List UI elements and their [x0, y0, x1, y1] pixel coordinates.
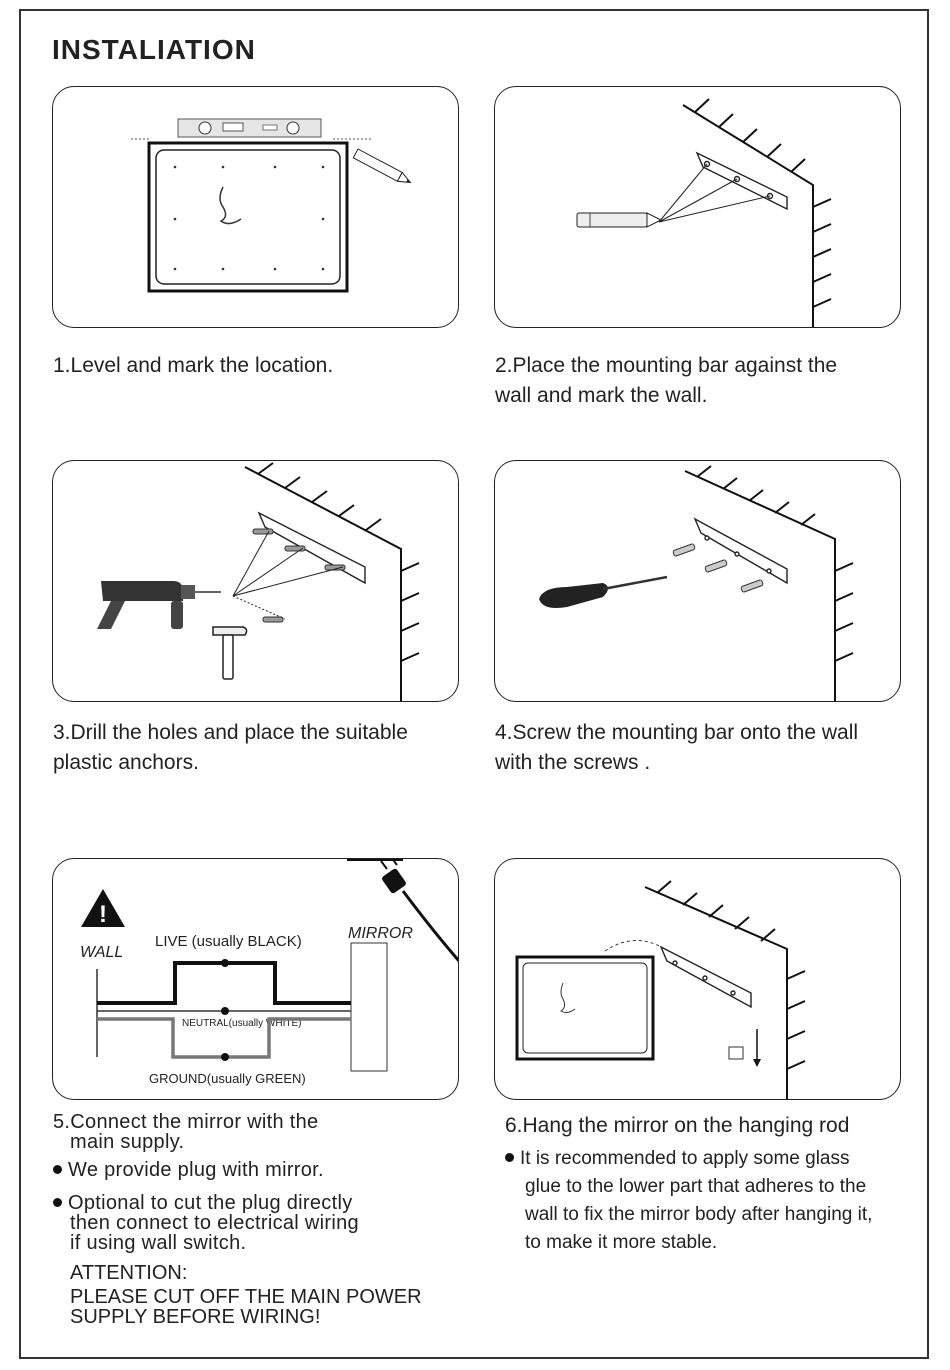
step-6-bullet-1: It is recommended to apply some glass	[505, 1145, 850, 1173]
mirror-outline-icon	[515, 955, 655, 1061]
mounting-bar-icon	[659, 945, 752, 1009]
hang-arrow-icon	[604, 940, 666, 952]
panel-step-1	[52, 86, 459, 328]
step-1-caption: 1.Level and mark the location.	[53, 354, 334, 377]
step-5-caption-line2: main supply.	[70, 1131, 185, 1153]
plug-icon	[380, 859, 458, 962]
step-5-bullet-2-line2: then connect to electrical wiring	[70, 1212, 359, 1234]
mounting-bar-icon	[693, 517, 788, 585]
attention-line1: PLEASE CUT OFF THE MAIN POWER	[70, 1286, 422, 1308]
step-5-bullet-2: Optional to cut the plug directly	[53, 1193, 353, 1213]
step-5-bullet-1: We provide plug with mirror.	[53, 1160, 324, 1180]
level-mirror-illustration	[131, 118, 412, 293]
pencil-icon	[352, 148, 412, 184]
step-6-bullet-1-line2: glue to the lower part that adheres to t…	[525, 1176, 867, 1197]
step-3-caption-line2: plastic anchors.	[53, 751, 199, 774]
mounting-bar-icon	[257, 511, 366, 585]
screwdriver-icon	[539, 575, 668, 608]
screw-bar-illustration	[539, 465, 854, 701]
mirror-outline-icon	[147, 141, 349, 293]
spirit-level-icon	[177, 118, 322, 138]
step-6-caption: 6.Hang the mirror on the hanging rod	[505, 1114, 850, 1137]
mirror-box-icon	[350, 942, 388, 1072]
ground-wire-label: GROUND(usually GREEN)	[149, 1071, 306, 1086]
mounting-bar-mark-illustration	[576, 98, 832, 327]
page-title: INSTALIATION	[52, 34, 256, 65]
mirror-label: MIRROR	[348, 925, 413, 942]
step-4-caption-line2: with the screws .	[495, 751, 651, 774]
switch-icon	[728, 1046, 744, 1060]
step-2-caption-line2: wall and mark the wall.	[495, 384, 708, 407]
panel-step-4	[494, 460, 901, 702]
wall-hatch-icon	[684, 465, 854, 701]
wall-hatch-icon	[244, 462, 420, 701]
hang-mirror-illustration	[515, 880, 806, 1099]
svg-text:!: !	[99, 901, 107, 928]
step-2-caption-line1: 2.Place the mounting bar against the	[495, 354, 838, 377]
panel-step-2	[494, 86, 901, 328]
step-5-bullet-2-line3: if using wall switch.	[70, 1232, 247, 1254]
panel-step-5-wiring: ! WALL MIRROR LIVE (usually BLACK) NEUTR…	[52, 858, 459, 1100]
pencil-icon	[576, 212, 663, 228]
step-6-bullet-1-line4: to make it more stable.	[525, 1232, 718, 1253]
step-4-caption-line1: 4.Screw the mounting bar onto the wall	[495, 721, 859, 744]
live-wire-label: LIVE (usually BLACK)	[155, 933, 302, 950]
neutral-wire-label: NEUTRAL(usually WHITE)	[182, 1018, 301, 1029]
page-frame	[19, 9, 929, 1359]
step-3-caption-line1: 3.Drill the holes and place the suitable	[53, 721, 408, 744]
live-wire	[97, 961, 351, 1005]
wall-hatch-icon	[682, 98, 832, 327]
drill-icon	[97, 581, 221, 629]
panel-step-3	[52, 460, 459, 702]
step-5-caption-line1: 5.Connect the mirror with the	[53, 1111, 319, 1133]
wiring-diagram: ! WALL MIRROR LIVE (usually BLACK) NEUTR…	[80, 859, 458, 1086]
step-6-bullet-1-line3: wall to fix the mirror body after hangin…	[525, 1204, 873, 1225]
attention-line2: SUPPLY BEFORE WIRING!	[70, 1306, 321, 1328]
warning-icon: !	[81, 889, 125, 928]
hammer-icon	[212, 626, 248, 680]
wall-hatch-icon	[644, 880, 806, 1099]
panel-step-6	[494, 858, 901, 1100]
screw-icon	[672, 543, 764, 593]
attention-heading: ATTENTION:	[70, 1262, 188, 1284]
wall-label: WALL	[80, 944, 123, 961]
drill-anchors-illustration	[97, 462, 420, 701]
